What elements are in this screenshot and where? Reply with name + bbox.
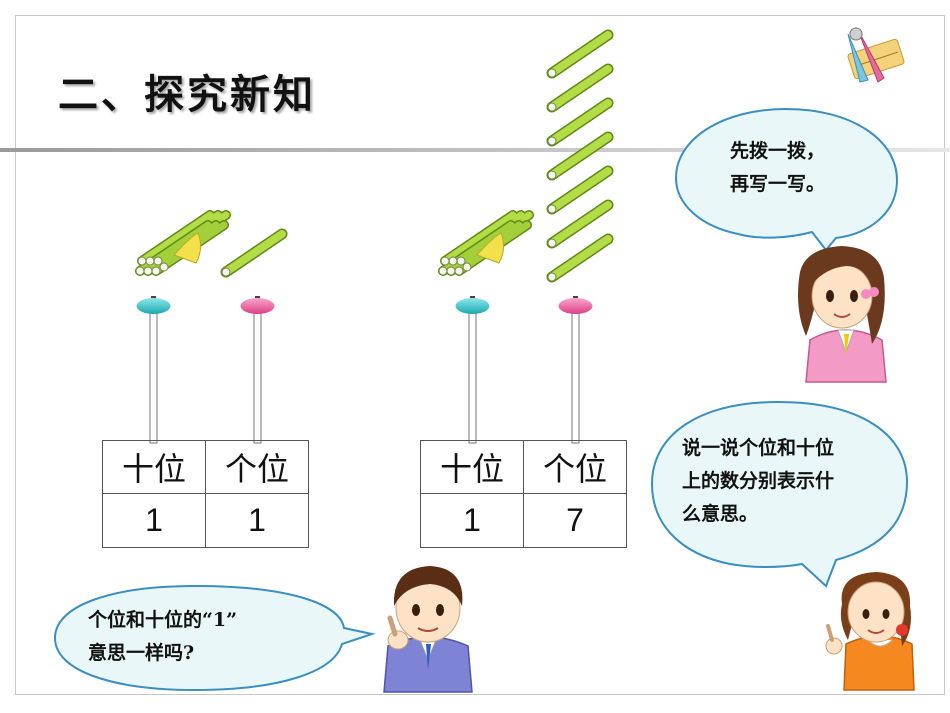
slide-title: 二、探究新知: [58, 71, 316, 118]
ones-bead: [240, 298, 275, 314]
bubble-line: 先拨一拨，: [730, 140, 826, 162]
bubble-line: 意思一样吗?: [88, 642, 195, 664]
title-rule: [0, 148, 950, 152]
abacus-right: [439, 35, 608, 444]
value-tens: 1: [420, 493, 524, 548]
tens-bead: [136, 298, 171, 314]
place-value-table-2: 十位 个位 1 7: [420, 440, 627, 548]
bubble-line: 么意思。: [682, 503, 759, 525]
speech-bubble-bottom: [53, 584, 376, 692]
girl-pink-illustration: [798, 246, 887, 383]
header-tens: 十位: [102, 440, 206, 494]
place-value-table-1: 十位 个位 1 1: [102, 440, 309, 548]
header-tens: 十位: [420, 440, 524, 494]
compass-ruler-icon: [847, 27, 905, 83]
bubble-text-bottom: 个位和十位的“1” 意思一样吗?: [88, 604, 237, 670]
header-ones: 个位: [205, 440, 309, 494]
bubble-line: 个位和十位的“1”: [88, 609, 238, 631]
bubble-text-top: 先拨一拨， 再写一写。: [730, 135, 825, 201]
boy-illustration: [383, 566, 473, 693]
value-ones: 7: [523, 493, 627, 548]
value-tens: 1: [102, 493, 206, 548]
tens-bundle-2: [439, 215, 529, 275]
abacus-left: [136, 215, 282, 444]
tens-bead: [455, 298, 490, 314]
header-ones: 个位: [523, 440, 627, 494]
tens-bundle-1: [136, 215, 226, 275]
girl-orange-illustration: [825, 572, 915, 691]
value-ones: 1: [205, 493, 309, 548]
speech-bubble-top: [674, 107, 899, 252]
bubble-line: 说一说个位和十位: [682, 437, 835, 459]
speech-bubble-middle: [650, 400, 909, 588]
bubble-text-middle: 说一说个位和十位 上的数分别表示什 么意思。: [682, 432, 834, 531]
ones-bead: [558, 298, 593, 314]
bubble-line: 再写一写。: [730, 173, 826, 195]
bubble-line: 上的数分别表示什: [682, 470, 835, 492]
ones-stick-1: [222, 234, 282, 276]
